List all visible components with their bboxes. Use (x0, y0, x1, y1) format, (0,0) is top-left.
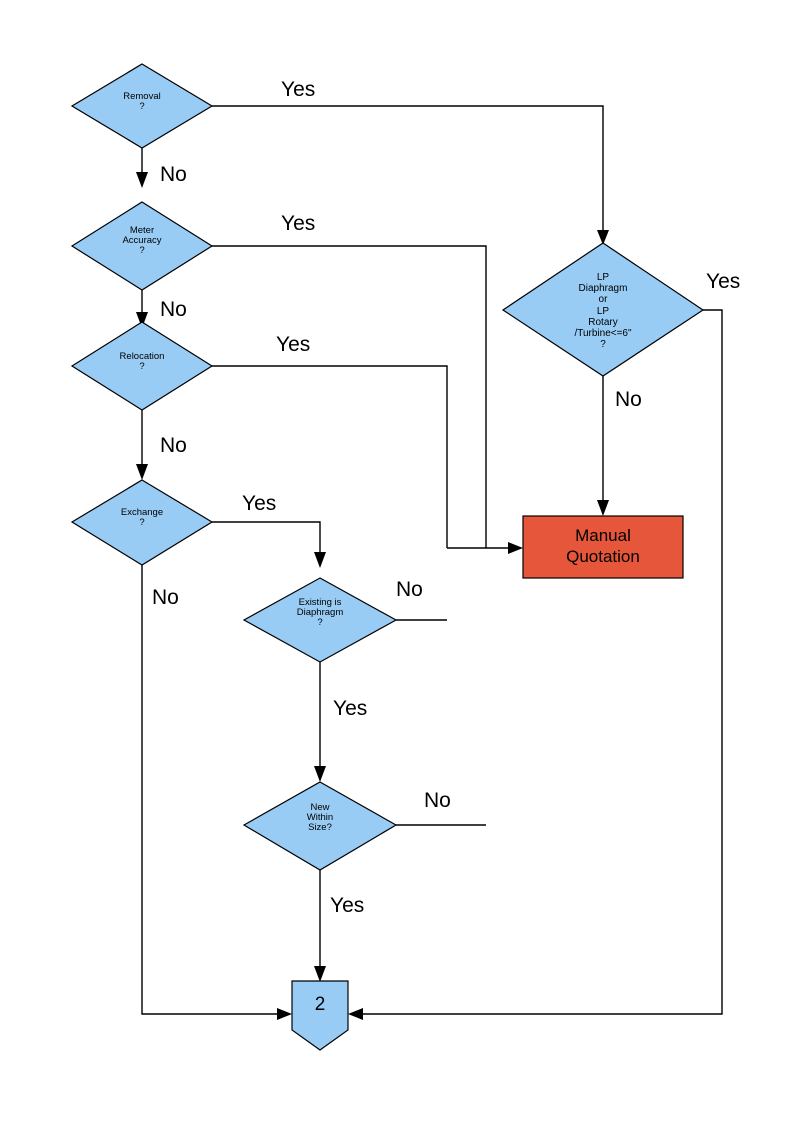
edge-exchange-no (141, 565, 283, 1015)
arrowhead-relocation-no (136, 464, 148, 480)
node-meter-accuracy[interactable] (70, 201, 214, 291)
node-existing-is-diaphragm[interactable] (242, 577, 398, 663)
node-new-within-size[interactable] (242, 781, 398, 871)
node-exchange[interactable] (70, 479, 214, 566)
edge-lp-yes (357, 309, 723, 1015)
node-lp-check[interactable] (501, 242, 705, 377)
node-removal[interactable] (70, 63, 214, 149)
edge-meter-accuracy-yes (212, 245, 487, 548)
arrowhead-lp-no (597, 500, 609, 516)
arrowhead-removal-no (136, 172, 148, 188)
node-relocation[interactable] (70, 321, 214, 411)
arrowhead-new-within-size-yes (314, 966, 326, 982)
arrowhead-removal-yes (597, 230, 609, 245)
edge-exchange-yes (212, 521, 321, 558)
edge-relocation-yes (212, 365, 448, 548)
arrowhead-meter-accuracy-no (136, 312, 148, 328)
arrowhead-connector2-right (348, 1008, 363, 1020)
arrowhead-existing-diaphragm-yes (314, 766, 326, 782)
arrowhead-exchange-yes (314, 552, 326, 568)
node-manual-quotation[interactable] (522, 515, 684, 579)
node-connector-2[interactable] (291, 980, 349, 1051)
arrowhead-connector2-left (277, 1008, 292, 1020)
edge-removal-yes (212, 105, 604, 236)
arrowhead-manual-quotation-left (508, 542, 523, 554)
